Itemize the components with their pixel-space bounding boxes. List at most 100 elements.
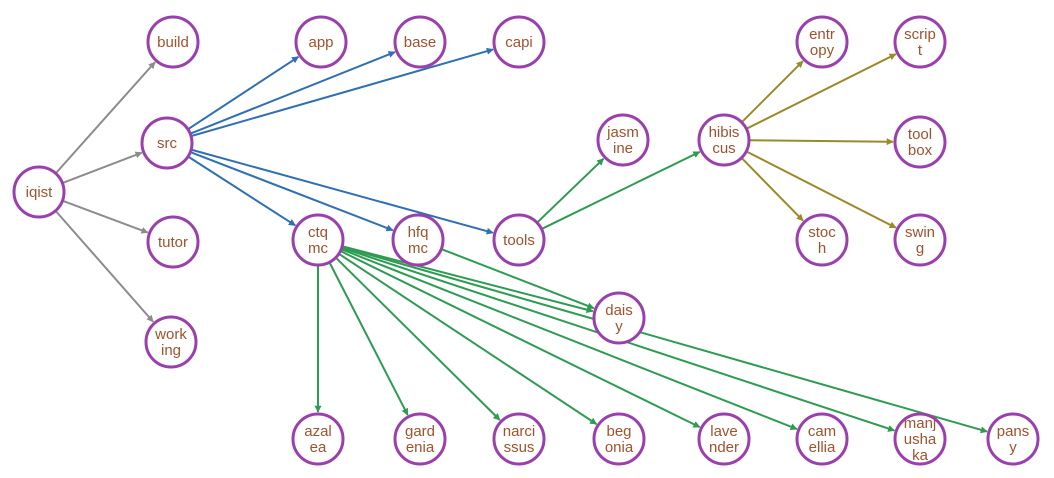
node-label: tools [503, 232, 535, 249]
node-label: scrip [904, 26, 936, 43]
node-tutor[interactable]: tutor [146, 215, 200, 269]
edge-hibiscus-to-entropy [740, 60, 804, 124]
edge-hibiscus-to-script [745, 53, 897, 130]
node-app[interactable]: app [294, 15, 348, 69]
node-label: mc [408, 240, 428, 257]
node-label: entr [809, 26, 835, 43]
edge-iqist-to-build [54, 61, 156, 175]
node-label: pans [997, 423, 1030, 440]
node-label: swin [905, 224, 935, 241]
edge-ctqmc-to-pansy [341, 245, 988, 434]
node-label: ine [613, 140, 633, 157]
node-label: iqist [26, 184, 54, 201]
edge-ctqmc-to-gardenia [328, 261, 409, 416]
node-circle [146, 215, 200, 269]
edge-src-to-app [187, 55, 300, 131]
node-label: tutor [158, 234, 188, 251]
node-circle [697, 113, 751, 167]
node-circle [893, 213, 947, 267]
node-label: opy [810, 42, 835, 59]
node-circle [144, 315, 198, 369]
node-label: gard [405, 423, 435, 440]
edge-iqist-to-working [54, 210, 154, 323]
node-label: box [908, 142, 933, 159]
edge-src-to-base [189, 51, 396, 135]
node-circle [492, 15, 546, 69]
node-circle [795, 213, 849, 267]
edge-hibiscus-to-stoch [740, 157, 804, 222]
node-label: app [308, 34, 333, 51]
node-circle [391, 213, 445, 267]
node-label: t [918, 42, 923, 59]
node-circle [893, 115, 947, 169]
node-circle [294, 15, 348, 69]
node-circle [140, 116, 194, 170]
edge-ctqmc-to-begonia [338, 252, 598, 425]
node-iqist[interactable]: iqist [12, 165, 66, 219]
node-label: y [615, 318, 623, 335]
edge-tools-to-jasmine [536, 157, 605, 224]
edge-src-to-tools [190, 148, 494, 235]
node-circle [592, 291, 646, 345]
node-circle [986, 412, 1040, 466]
node-base[interactable]: base [393, 15, 447, 69]
node-label: jasm [606, 124, 639, 141]
edge-ctqmc-to-daisy [341, 245, 594, 314]
node-label: hfq [408, 224, 429, 241]
node-circle [697, 412, 751, 466]
node-label: cam [808, 423, 836, 440]
node-circle [291, 412, 345, 466]
edge-iqist-to-src [61, 151, 143, 184]
node-circle [492, 412, 546, 466]
node-circle [795, 412, 849, 466]
node-label: ctq [308, 224, 328, 241]
edge-src-to-capi [190, 47, 494, 138]
node-label: azal [304, 423, 332, 440]
edge-ctqmc-to-camellia [340, 248, 798, 431]
edge-src-to-ctqmc [187, 155, 296, 227]
edge-hibiscus-to-toolbox [748, 138, 894, 146]
node-circle [492, 213, 546, 267]
node-circle [893, 15, 947, 69]
node-build[interactable]: build [146, 15, 200, 69]
edge-hfqmc-to-daisy [440, 248, 595, 310]
node-capi[interactable]: capi [492, 15, 546, 69]
node-circle [596, 113, 650, 167]
node-label: y [1009, 439, 1017, 456]
node-label: ssus [504, 439, 535, 456]
node-label: build [157, 34, 189, 51]
node-label: stoc [808, 224, 836, 241]
node-tools[interactable]: tools [492, 213, 546, 267]
node-circle [393, 15, 447, 69]
node-circle [592, 412, 646, 466]
edges-layer [54, 47, 988, 434]
node-label: tool [908, 126, 932, 143]
edge-ctqmc-to-lavender [340, 250, 701, 429]
node-src[interactable]: src [140, 116, 194, 170]
node-label: dais [605, 302, 633, 319]
edge-tools-to-hibiscus [541, 150, 701, 230]
node-label: enia [406, 439, 435, 456]
node-circle [291, 213, 345, 267]
